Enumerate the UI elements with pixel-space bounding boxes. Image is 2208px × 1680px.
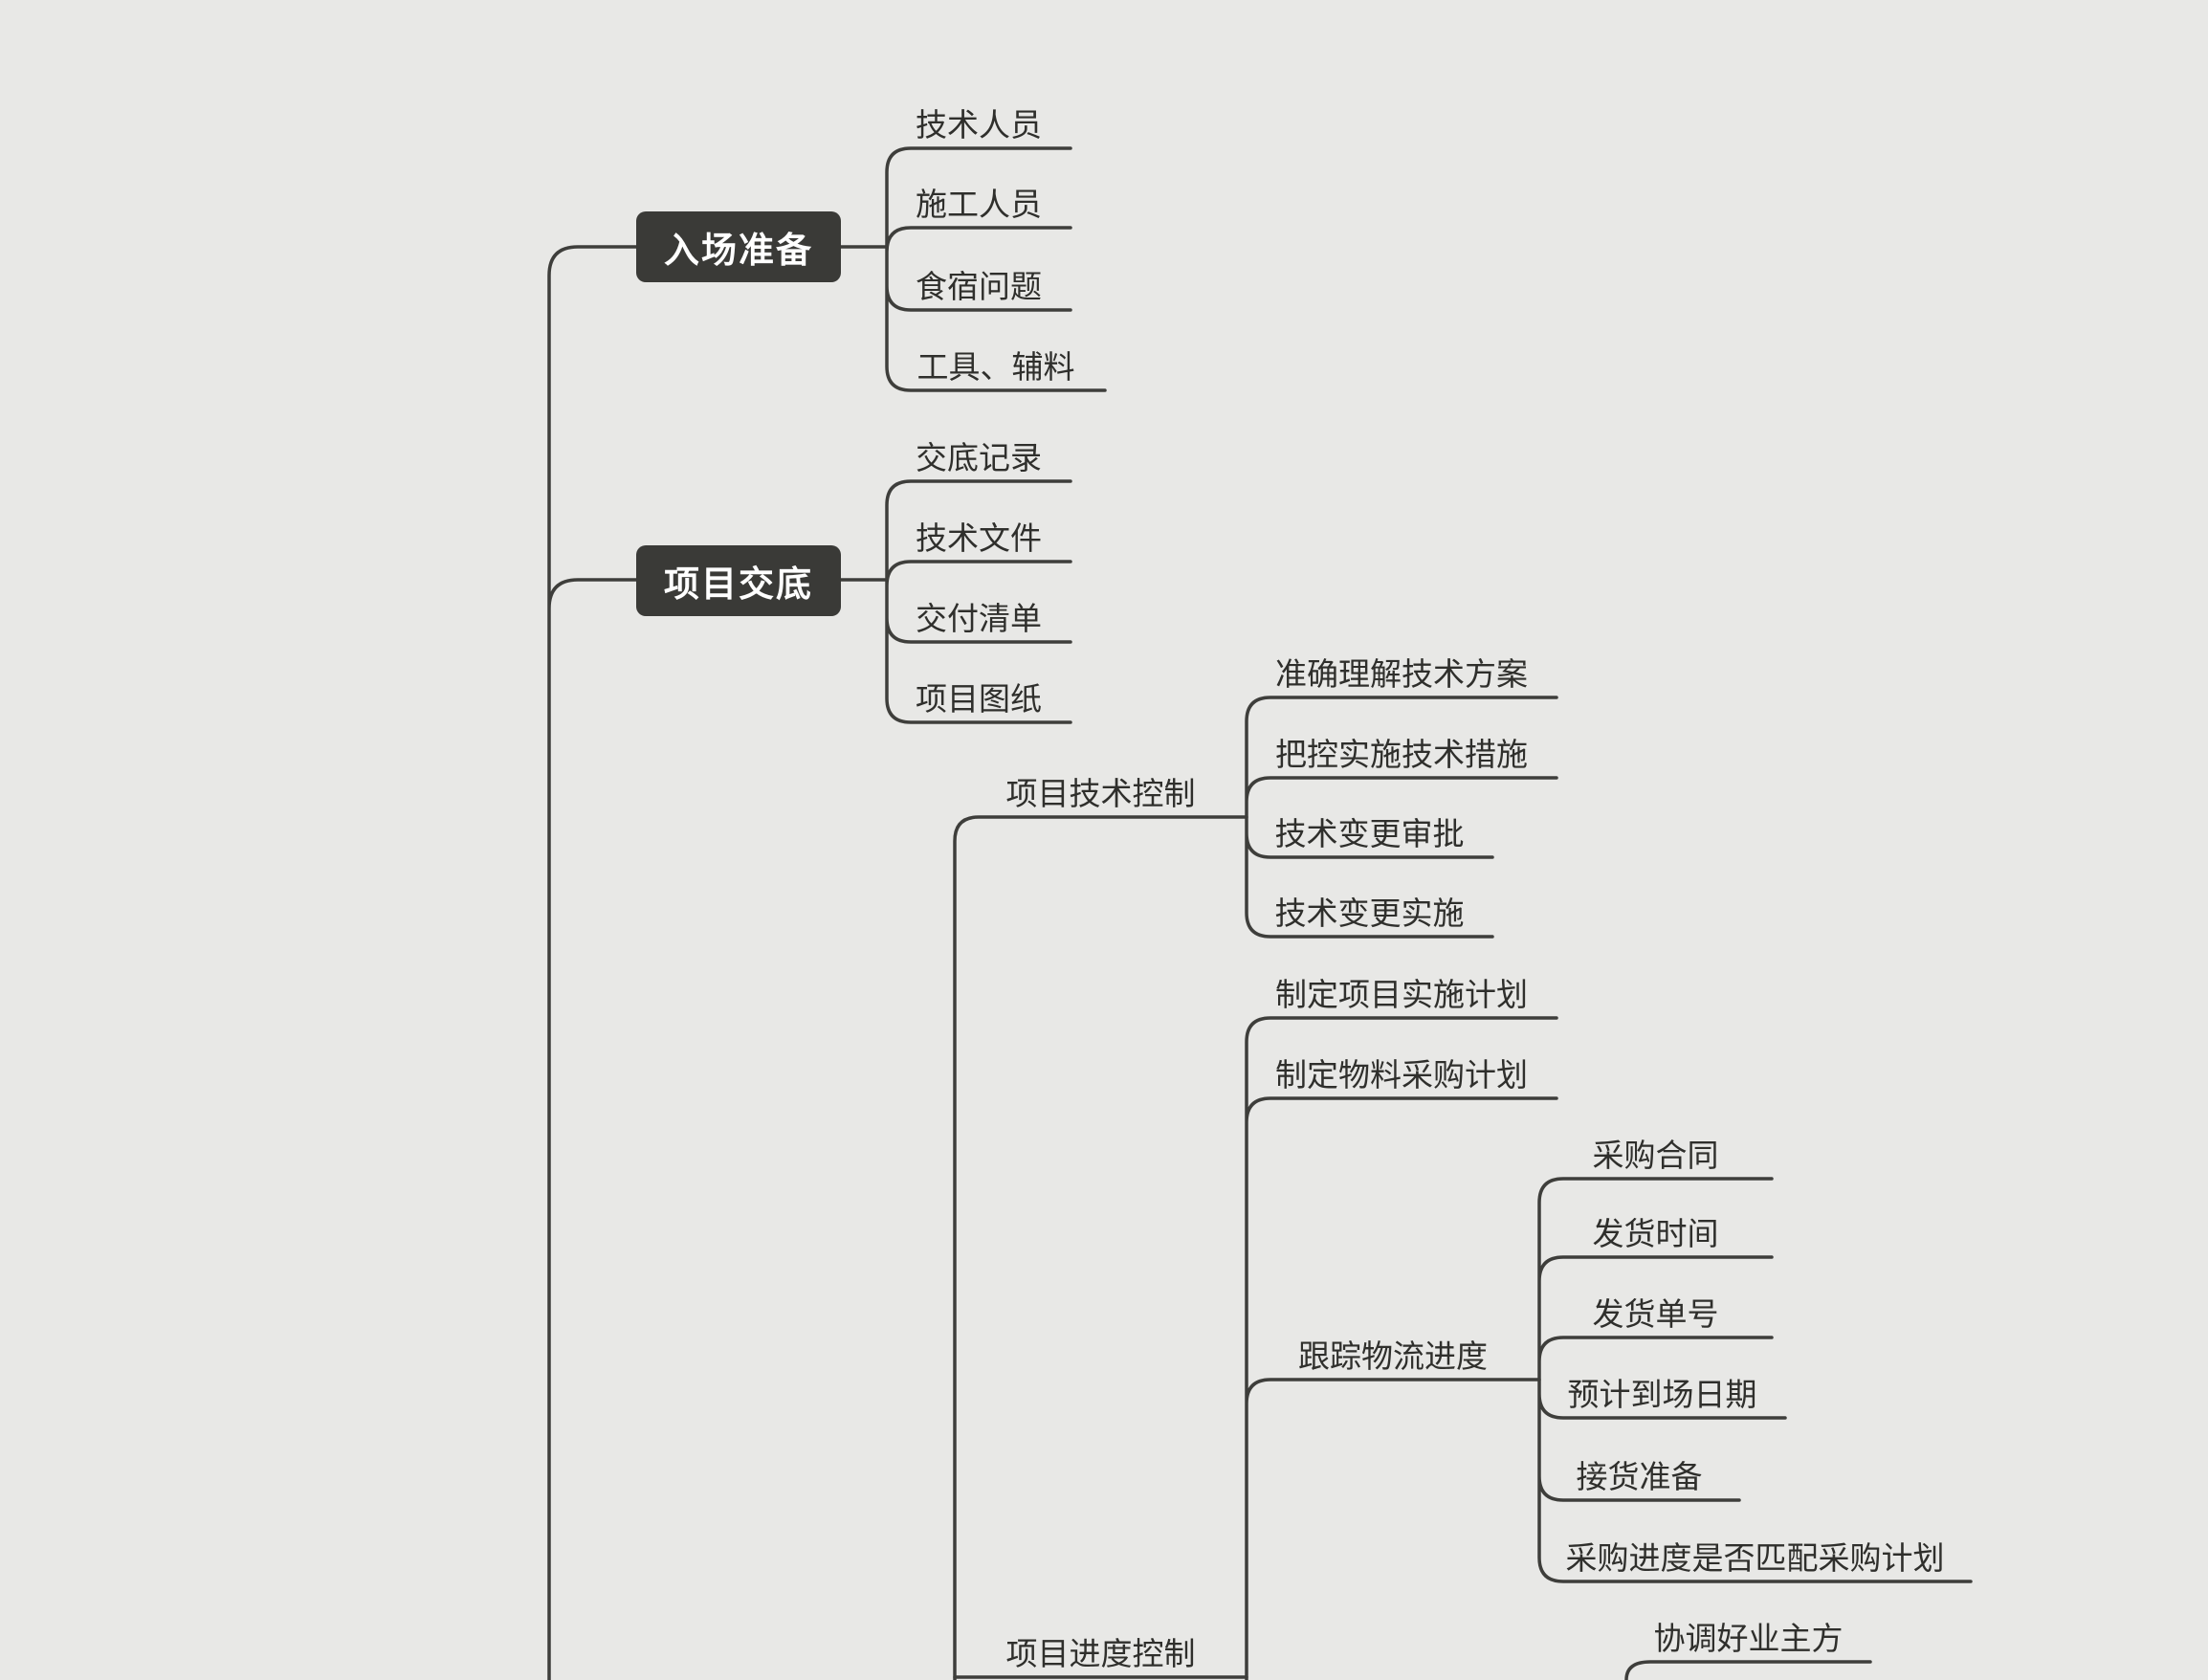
node-control-tech-measures[interactable]: 把控实施技术措施 — [1275, 737, 1528, 772]
connector-trunk-left — [547, 245, 638, 1680]
node-tech-change-implementation[interactable]: 技术变更实施 — [1274, 895, 1465, 931]
node-tools-materials[interactable]: 工具、辅料 — [916, 349, 1075, 385]
node-tech-change-approval[interactable]: 技术变更审批 — [1274, 816, 1465, 851]
node-accommodation[interactable]: 食宿问题 — [916, 269, 1042, 304]
connector-tech-control-children — [1245, 696, 1558, 939]
node-delivery-list[interactable]: 交付清单 — [916, 601, 1042, 636]
connector-coordinate-owner — [1624, 1660, 1872, 1680]
node-receiving-preparation[interactable]: 接货准备 — [1576, 1459, 1703, 1494]
connector-project-briefing — [839, 479, 1072, 724]
node-entry-preparation[interactable]: 入场准备 — [636, 211, 841, 282]
connector-entry-preparation — [839, 146, 1107, 392]
node-technical-documents[interactable]: 技术文件 — [916, 520, 1042, 556]
node-shipping-number[interactable]: 发货单号 — [1592, 1296, 1719, 1332]
node-track-logistics[interactable]: 跟踪物流进度 — [1298, 1338, 1488, 1374]
connector-logistics-children — [1537, 1177, 1973, 1583]
node-project-drawings[interactable]: 项目图纸 — [916, 681, 1042, 717]
node-procurement-progress-match[interactable]: 采购进度是否匹配采购计划 — [1565, 1540, 1945, 1576]
node-project-tech-control[interactable]: 项目技术控制 — [1005, 776, 1196, 811]
node-procurement-plan[interactable]: 制定物料采购计划 — [1275, 1057, 1528, 1093]
node-coordinate-owner[interactable]: 协调好业主方 — [1653, 1621, 1844, 1656]
node-expected-arrival-date[interactable]: 预计到场日期 — [1567, 1377, 1757, 1412]
node-understand-tech-plan[interactable]: 准确理解技术方案 — [1275, 656, 1528, 692]
connector-schedule-control-children — [1245, 1016, 1558, 1680]
node-project-schedule-control[interactable]: 项目进度控制 — [1005, 1636, 1196, 1671]
connector-tech-control-trunk — [953, 815, 1248, 1680]
node-shipping-time[interactable]: 发货时间 — [1592, 1216, 1719, 1251]
node-construction-staff[interactable]: 施工人员 — [916, 187, 1042, 222]
node-briefing-record[interactable]: 交底记录 — [916, 440, 1042, 475]
node-purchase-contract[interactable]: 采购合同 — [1592, 1138, 1719, 1173]
node-implementation-plan[interactable]: 制定项目实施计划 — [1275, 977, 1528, 1012]
node-project-briefing[interactable]: 项目交底 — [636, 545, 841, 616]
node-technical-staff[interactable]: 技术人员 — [916, 107, 1042, 143]
